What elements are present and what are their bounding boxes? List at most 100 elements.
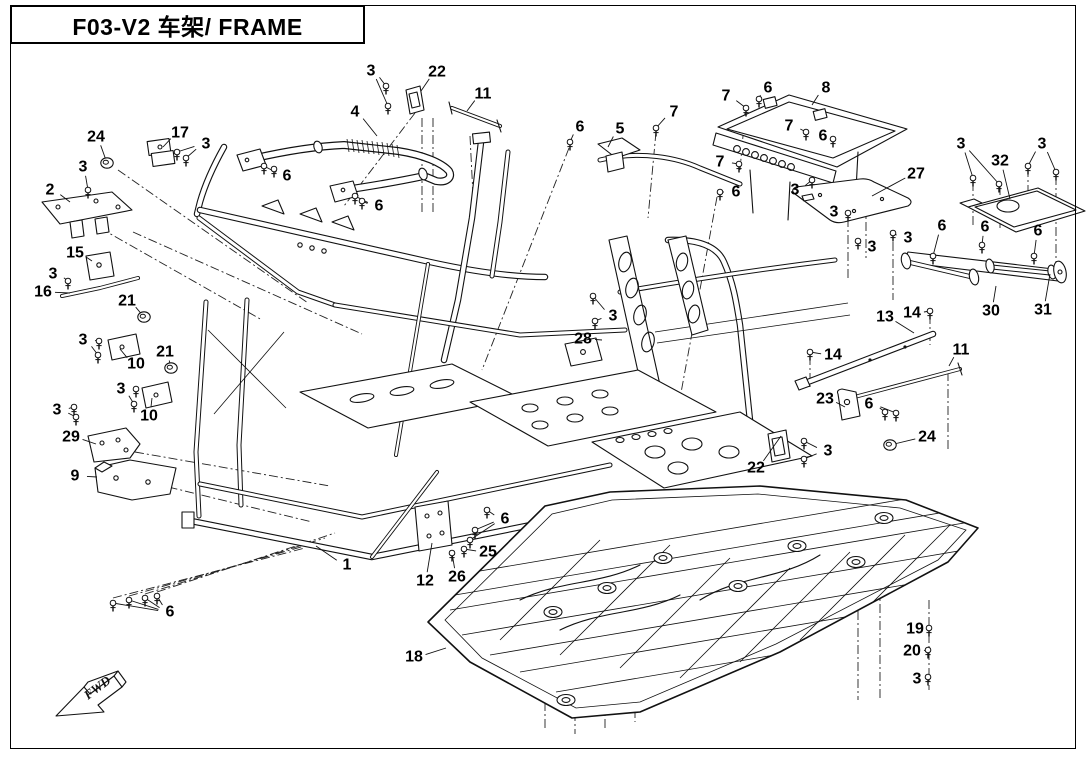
leader-line (469, 523, 495, 541)
callout-label-14: 14 (824, 347, 842, 364)
callout-label-24: 24 (87, 129, 105, 146)
callout-label-23: 23 (816, 391, 834, 408)
leader-line (425, 647, 447, 655)
bolt-icon (1052, 168, 1060, 181)
bolt-icon (153, 592, 161, 605)
callout-label-18: 18 (405, 649, 423, 666)
bolt-icon (95, 337, 103, 350)
bolt-icon (808, 176, 816, 189)
bolt-icon (806, 348, 814, 361)
callout-label-13: 13 (876, 309, 894, 326)
callout-label-6: 6 (981, 219, 990, 236)
bolt-icon (270, 165, 278, 178)
bolt-icon (892, 409, 900, 422)
bolt-icon (84, 186, 92, 199)
callout-label-8: 8 (822, 80, 831, 97)
callout-label-14: 14 (903, 305, 921, 322)
small-parts (41, 85, 861, 552)
bolt-icon (260, 162, 268, 175)
callout-label-15: 15 (66, 245, 84, 262)
floor-grommets (543, 511, 894, 707)
bolt-icon (471, 526, 479, 539)
bolt-icon (995, 180, 1003, 193)
bolt-icon (589, 292, 597, 305)
bolt-icon (64, 277, 72, 290)
leader-line (763, 435, 782, 462)
title-box: F03-V2 车架/ FRAME (10, 5, 365, 44)
callout-label-3: 3 (868, 239, 877, 256)
leader-line (420, 78, 430, 92)
bolt-icon (109, 599, 117, 612)
floor-panel (427, 485, 979, 719)
leader-line (811, 94, 819, 106)
callout-label-7: 7 (785, 118, 794, 135)
leader-line (968, 150, 1000, 185)
callout-label-24: 24 (918, 429, 936, 446)
bolt-icon (844, 209, 852, 222)
bolt-icon (802, 128, 810, 141)
leader-line (54, 291, 71, 294)
leader-line (992, 285, 997, 303)
leader-line (1002, 169, 1011, 200)
bushing-icon (164, 362, 178, 374)
bushing-icon (100, 157, 114, 169)
callout-label-7: 7 (722, 88, 731, 105)
callout-label-25: 25 (479, 544, 497, 561)
callout-label-6: 6 (166, 604, 175, 621)
bolt-icon (1024, 162, 1032, 175)
leader-line (964, 152, 974, 179)
plate-32 (959, 187, 1086, 233)
bolt-icon (141, 594, 149, 607)
bolt-icon (969, 174, 977, 187)
callout-label-7: 7 (716, 154, 725, 171)
bolt-icon (925, 624, 933, 637)
callout-label-6: 6 (938, 218, 947, 235)
callout-label-3: 3 (53, 402, 62, 419)
callout-label-22: 22 (428, 64, 446, 81)
bolt-icon (929, 252, 937, 265)
bolt-icon (448, 549, 456, 562)
callout-label-28: 28 (574, 331, 592, 348)
callout-label-20: 20 (903, 643, 921, 660)
callout-label-7: 7 (670, 104, 679, 121)
callout-label-3: 3 (49, 266, 58, 283)
bolt-icon (755, 95, 763, 108)
callout-label-31: 31 (1034, 302, 1052, 319)
callout-label-6: 6 (283, 168, 292, 185)
callout-label-3: 3 (1038, 136, 1047, 153)
bolt-icon (483, 506, 491, 519)
bolt-icon (800, 455, 808, 468)
leader-line (426, 542, 433, 573)
bolt-icon (384, 102, 392, 115)
callout-label-3: 3 (904, 230, 913, 247)
bolt-icon (591, 317, 599, 330)
leader-line (362, 118, 378, 137)
leader-line (86, 475, 98, 478)
callout-label-3: 3 (609, 308, 618, 325)
callout-label-3: 3 (913, 671, 922, 688)
leader-line (1044, 273, 1051, 302)
leader-line (474, 521, 494, 531)
callout-label-16: 16 (34, 284, 52, 301)
callout-label-22: 22 (747, 460, 765, 477)
bolt-icon (351, 192, 359, 205)
bolt-icon (460, 545, 468, 558)
callout-label-21: 21 (118, 293, 136, 310)
leader-line (607, 136, 614, 148)
bolt-icon (926, 307, 934, 320)
callout-label-3: 3 (79, 332, 88, 349)
callout-label-4: 4 (351, 104, 360, 121)
bolt-icon (924, 673, 932, 686)
callout-label-6: 6 (576, 119, 585, 136)
callout-label-19: 19 (906, 621, 924, 638)
bolt-icon (70, 403, 78, 416)
callout-label-2: 2 (46, 182, 55, 199)
bolt-icon (924, 646, 932, 659)
bolt-icon (382, 82, 390, 95)
callout-label-32: 32 (991, 153, 1009, 170)
leader-line (82, 439, 97, 445)
callout-label-6: 6 (819, 128, 828, 145)
bolt-icon (72, 413, 80, 426)
bolt-icon (182, 154, 190, 167)
